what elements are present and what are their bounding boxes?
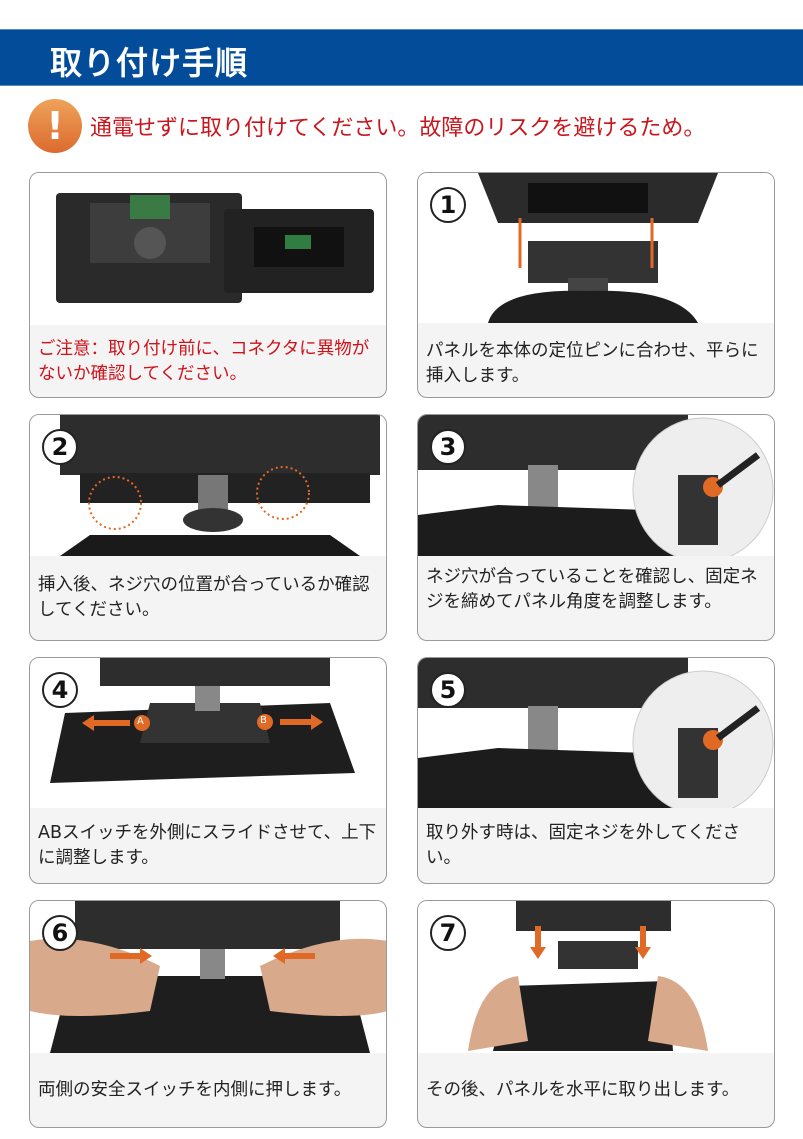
title-banner: 取り付け手順: [0, 29, 803, 86]
step-card-note: ご注意：取り付け前に、コネクタに異物がないか確認してください。: [29, 172, 387, 398]
step-caption: ネジ穴が合っていることを確認し、固定ネジを締めてパネル角度を調整します。: [426, 567, 758, 612]
step-caption: パネルを本体の定位ピンに合わせ、平らに挿入します。: [426, 341, 759, 386]
warning-text: 通電せずに取り付けてください。故障のリスクを避けるため。: [90, 116, 706, 141]
step-number: 2: [42, 429, 78, 465]
step-card-4: A B 4 ABスイッチを外側にスライドさせて、上下に調整します。: [29, 657, 387, 884]
step-number: 7: [430, 915, 466, 951]
exclamation-icon: !: [28, 99, 82, 153]
step-5-photo: 5: [418, 658, 774, 808]
step-caption: その後、パネルを水平に取り出します。: [426, 1080, 740, 1100]
step-card-5: 5 取り外す時は、固定ネジを外してください。: [417, 657, 775, 884]
page-title: 取り付け手順: [50, 44, 249, 82]
step-card-1: 1 パネルを本体の定位ピンに合わせ、平らに挿入します。: [417, 172, 775, 398]
step-7-photo: 7: [418, 901, 774, 1053]
step-card-7: 7 その後、パネルを水平に取り出します。: [417, 900, 775, 1128]
connector-photo: [30, 173, 386, 325]
step-caption: 両側の安全スイッチを内側に押します。: [38, 1080, 352, 1100]
step-caption: ご注意：取り付け前に、コネクタに異物がないか確認してください。: [38, 339, 370, 384]
step-2-photo: 2: [30, 415, 386, 556]
step-caption: 挿入後、ネジ穴の位置が合っているか確認してください。: [38, 575, 370, 620]
switch-a-label: A: [137, 716, 144, 727]
step-number: 5: [430, 672, 466, 708]
step-caption: 取り外す時は、固定ネジを外してください。: [426, 823, 740, 868]
step-4-photo: A B 4: [30, 658, 386, 808]
step-caption: ABスイッチを外側にスライドさせて、上下に調整します。: [38, 823, 377, 868]
step-3-photo: 3: [418, 415, 774, 556]
step-card-6: 6 両側の安全スイッチを内側に押します。: [29, 900, 387, 1128]
step-number: 3: [430, 429, 466, 465]
step-card-3: 3 ネジ穴が合っていることを確認し、固定ネジを締めてパネル角度を調整します。: [417, 414, 775, 641]
step-number: 6: [42, 915, 78, 951]
step-6-photo: 6: [30, 901, 386, 1053]
switch-b-label: B: [260, 715, 267, 726]
step-1-photo: 1: [418, 173, 774, 323]
step-number: 4: [42, 672, 78, 708]
step-card-2: 2 挿入後、ネジ穴の位置が合っているか確認してください。: [29, 414, 387, 641]
step-number: 1: [430, 187, 466, 223]
